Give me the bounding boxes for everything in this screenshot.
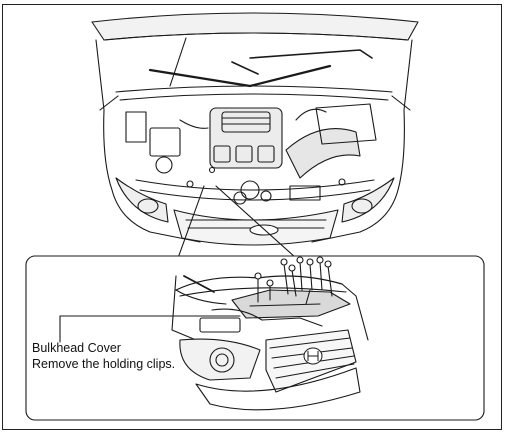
honda-emblem-icon [303,347,323,365]
holding-clip-icon [254,256,333,305]
callout-title: Bulkhead Cover [32,341,121,355]
callout-instruction: Remove the holding clips. [32,357,176,371]
